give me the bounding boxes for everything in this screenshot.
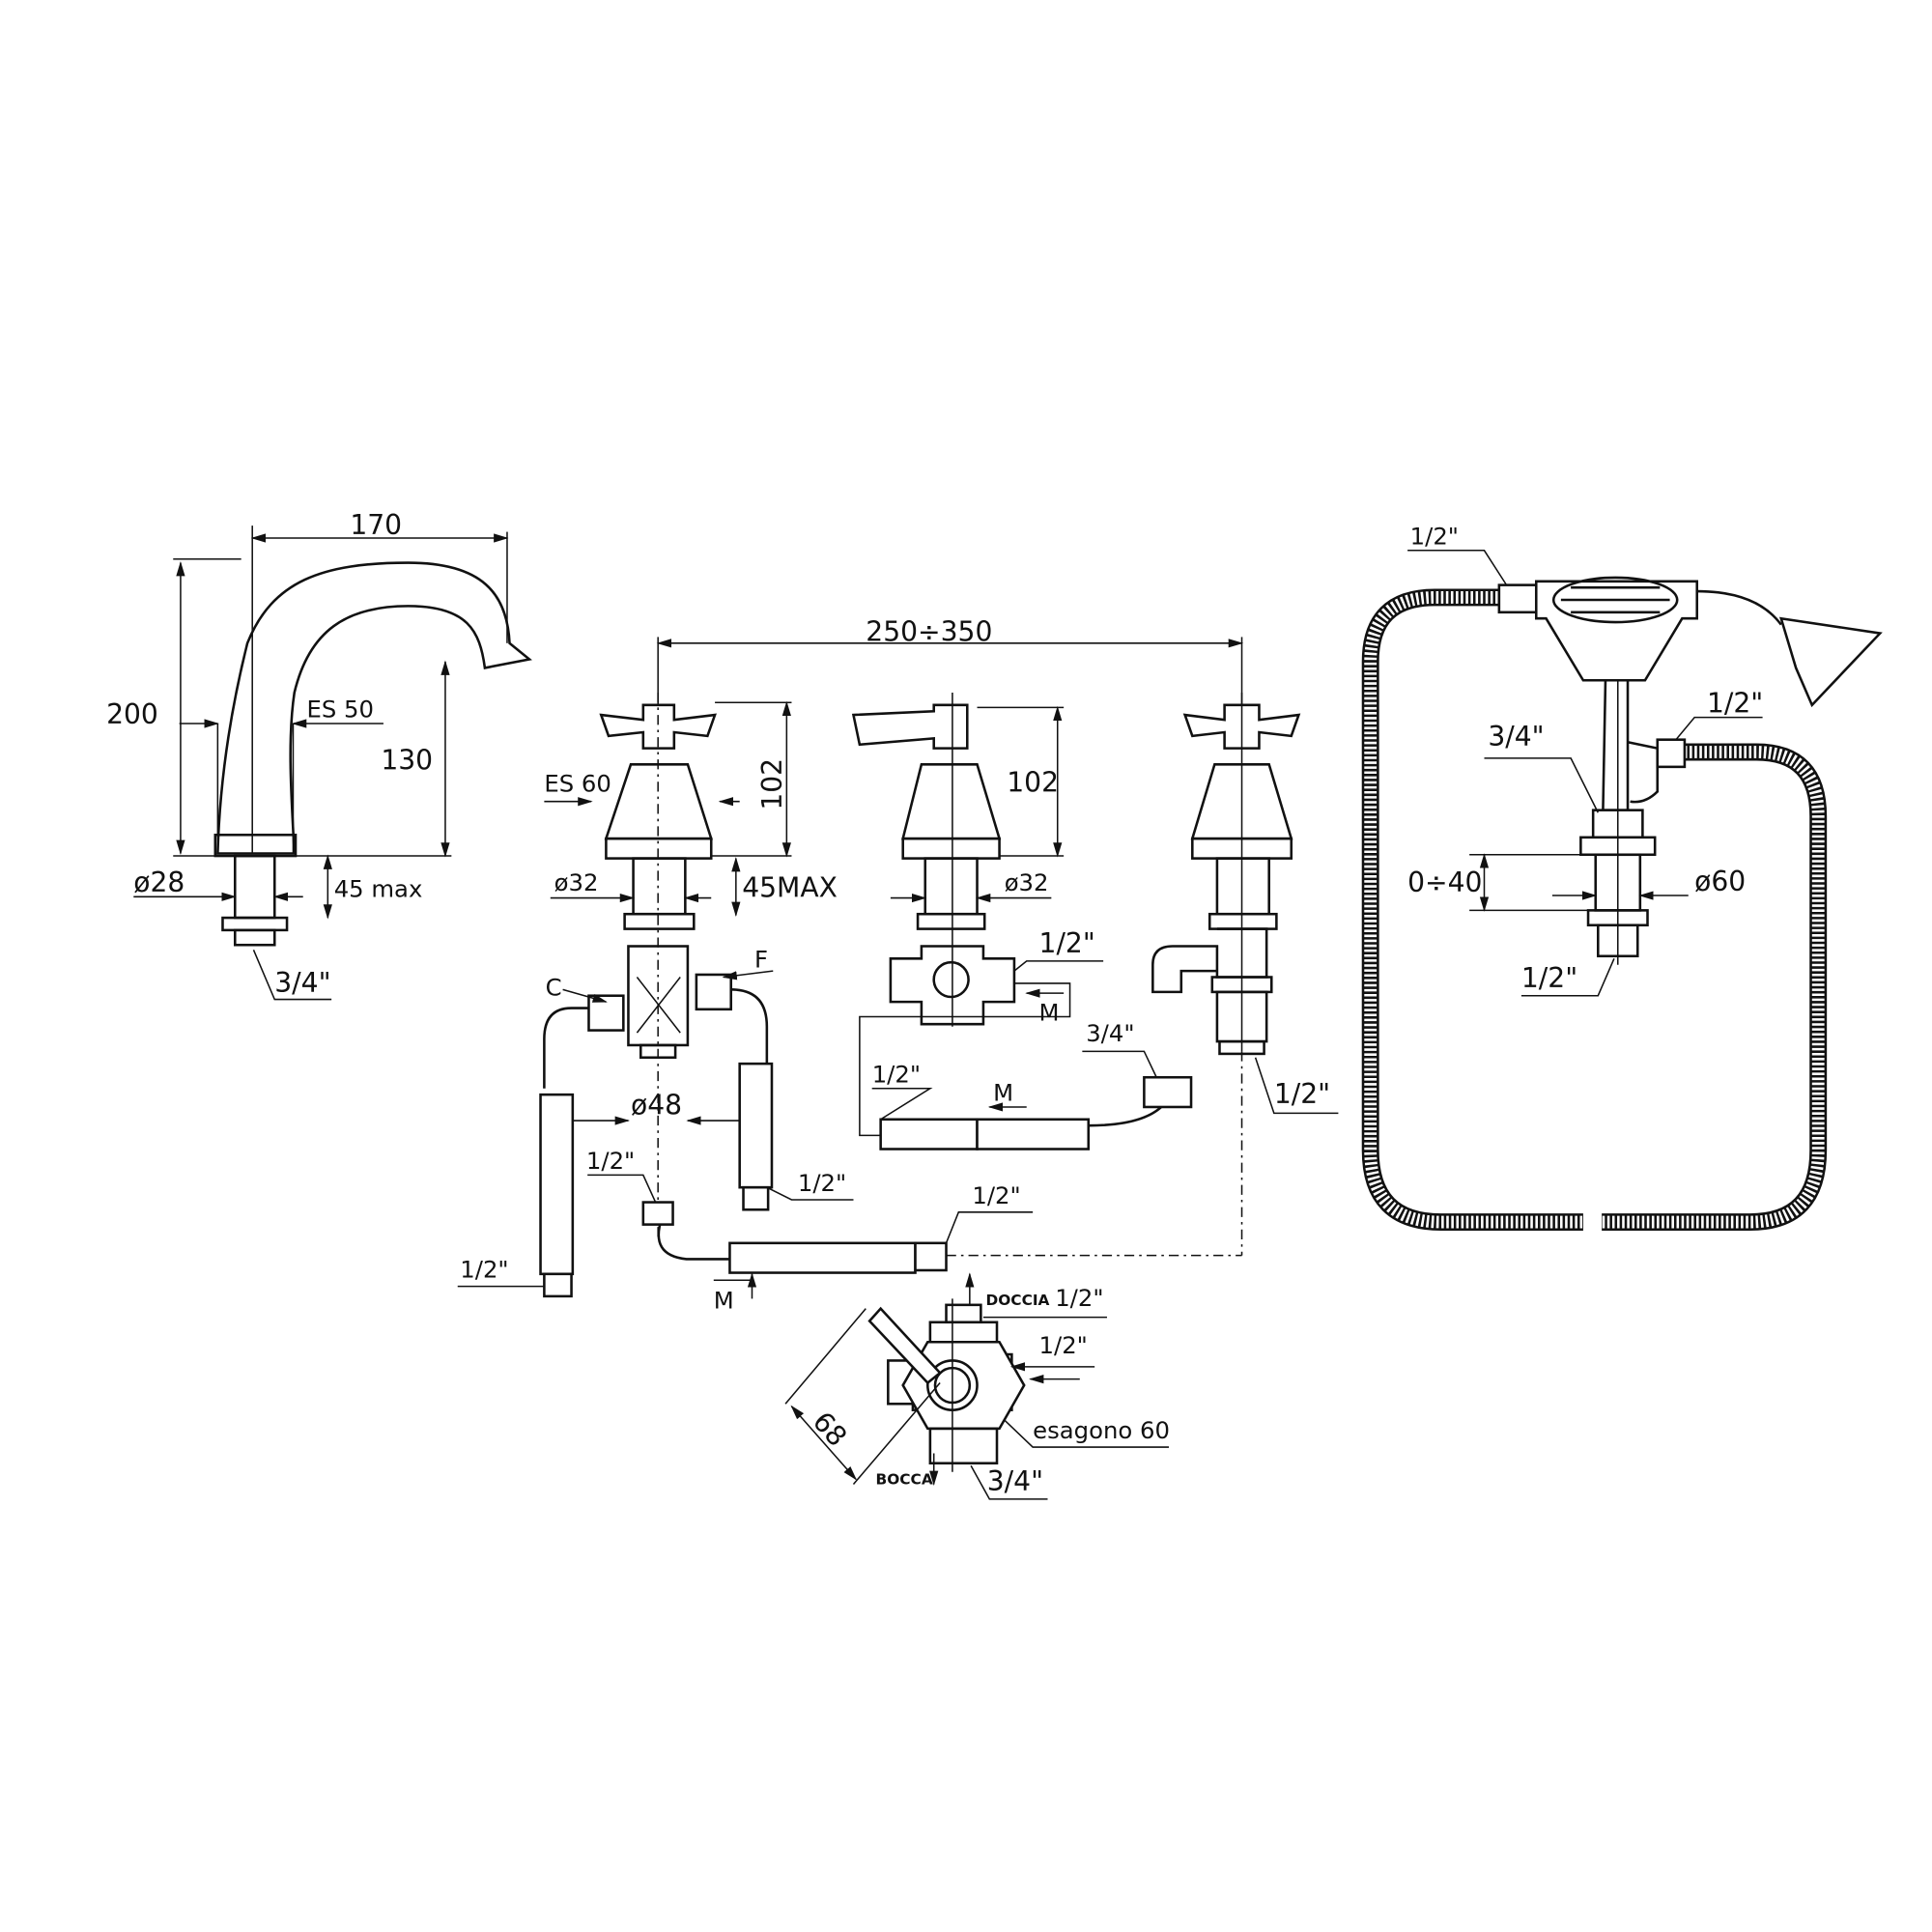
shower-head-icon [1778,616,1883,708]
left-valve: ES 60 102 ø32 45MAX C F ø48 1/2" 1/2" 1/… [457,693,1243,1315]
shower-outlet-label: DOCCIA [985,1292,1049,1309]
spout-max-label: 45 max [334,874,423,902]
diverter-inlet-label: 1/2" [1039,1331,1088,1359]
spout-height-label: 200 [106,698,158,730]
left-valve-leader-lines [457,970,1034,1299]
shower-hose-left [1361,588,1583,1232]
diverter-lever-icon [867,1306,942,1385]
middle-valve: 102 ø32 1/2" M 3/4" 1/2" M [851,693,1193,1151]
left-valve-hoses [539,973,1243,1298]
spout-body [216,561,532,855]
spacing-dimension: 250÷350 [656,615,1244,705]
hand-shower-thickness-label: 0÷40 [1407,867,1482,898]
hose-right-label: 1/2" [798,1169,846,1197]
cross-handle-icon [599,703,717,750]
left-valve-max-label: 45MAX [742,871,838,903]
valve-base [901,837,1001,860]
spout-port [928,1427,999,1465]
hose-male-label: M [714,1287,734,1315]
hex-size-label: esagono 60 [1033,1416,1170,1444]
hand-shower-hose-label: 1/2" [1410,522,1459,550]
spout-dimension-lines [133,526,509,1001]
lever-handle-icon [851,703,969,750]
spout-thread-label: 3/4" [274,967,330,999]
elbow-label: 3/4" [1086,1019,1134,1047]
diverter-lines [784,1272,1169,1500]
middle-valve-diameter-label: ø32 [1005,868,1049,896]
hand-shower-outlet-label: 1/2" [1707,688,1763,720]
shower-thread-label: 1/2" [1055,1284,1103,1312]
right-valve-thread-label: 1/2" [1274,1078,1330,1110]
middle-hose-label: 1/2" [872,1060,921,1088]
hand-shower-dimension-lines [1407,550,1763,997]
spout-outlet-label: BOCCA [876,1470,933,1488]
right-valve-leader [1254,1057,1339,1115]
spacing-label: 250÷350 [866,615,992,647]
spout-width-label: 170 [350,509,402,541]
handset-grip [1551,576,1679,624]
diverter: DOCCIA 1/2" 1/2" esagono 60 68 BOCCA 3/4… [784,1272,1170,1500]
tee-body [889,945,1016,1026]
tee-port [932,960,970,999]
valve-shank [923,857,979,916]
hand-shower-thread-label: 1/2" [1521,962,1577,994]
cold-label: C [546,974,562,1002]
middle-valve-male-label: M [1039,998,1060,1026]
outlet-nut [1656,738,1687,769]
valve-nut [916,912,986,930]
valve-nut [1208,912,1278,930]
left-valve-height-label: 102 [756,758,788,810]
left-valve-hex-label: ES 60 [544,769,611,797]
middle-valve-outlet-label: 1/2" [1039,927,1095,959]
valve-nut [623,912,696,930]
handset-grip-lines [1560,585,1670,614]
spout-shank [233,854,276,920]
cradle-outlet [1627,740,1660,804]
valve-bell [901,763,1002,840]
hose-connection-label: 1/2" [586,1147,635,1175]
cradle-stem [1602,680,1630,811]
spout-thread-diverter-label: 3/4" [987,1465,1043,1497]
shower-port-cap [945,1303,982,1324]
hot-label: F [754,945,768,973]
diverter-size-label: 68 [807,1406,853,1453]
hand-shower-diameter-label: ø60 [1694,866,1746,897]
right-valve: 1/2" [1151,693,1339,1115]
spout-outlet-height-label: 130 [381,744,433,776]
middle-valve-lines [859,693,1104,1137]
middle-hose-male-label: M [993,1079,1013,1107]
elbow-outlet [1151,927,1268,994]
hexagon-body [901,1340,1026,1431]
middle-valve-hose [871,1050,1193,1151]
hand-shower-nut-label: 3/4" [1488,721,1544,753]
spout: 170 200 ES 50 130 ø28 45 max 3/4" [106,509,532,1001]
spout-nut [221,916,289,932]
spout-diameter-label: ø28 [133,867,185,898]
hand-shower-set: 1/2" 1/2" 3/4" 0÷40 ø60 1/2" [1361,522,1883,1232]
left-valve-diameter-label: ø32 [554,868,599,896]
left-valve-dimension-lines [544,700,792,1125]
cross-handle-icon [1182,703,1301,750]
middle-valve-height-label: 102 [1007,766,1059,798]
valve-shank [1215,857,1270,916]
handset-cradle [1534,580,1699,682]
hose-left-label: 1/2" [460,1256,508,1284]
hose-nut [1497,583,1538,614]
spout-thread [233,928,276,947]
handset-neck [1696,589,1782,626]
spout-hex-label: ES 50 [307,696,374,724]
valve-shank [632,857,687,916]
body-diameter-label: ø48 [631,1090,682,1122]
hose-long-label: 1/2" [972,1181,1020,1209]
